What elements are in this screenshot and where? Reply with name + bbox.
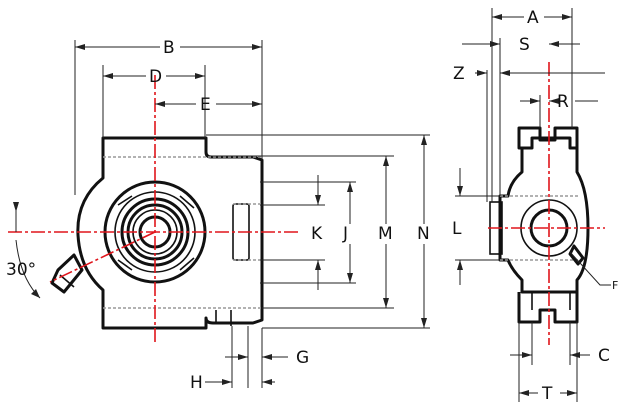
angle-centerline	[49, 231, 156, 283]
label-t: T	[541, 384, 553, 404]
label-b: B	[163, 38, 175, 58]
label-angle: 30°	[6, 260, 36, 280]
label-n: N	[417, 224, 430, 244]
label-h: H	[190, 373, 203, 393]
side-view	[488, 62, 605, 345]
front-view	[8, 75, 300, 345]
side-extension-lines	[455, 8, 578, 402]
front-dimension-lines	[13, 44, 427, 385]
label-l: L	[452, 219, 462, 239]
base-nub	[215, 310, 232, 326]
side-dimension-lines	[457, 14, 611, 396]
label-j: J	[342, 224, 348, 244]
label-m: M	[378, 224, 393, 244]
label-k: K	[311, 224, 323, 244]
label-c: C	[598, 346, 610, 366]
label-e: E	[200, 95, 211, 115]
label-d: D	[149, 67, 162, 87]
side-housing-outline	[517, 126, 579, 150]
label-s: S	[519, 35, 530, 55]
label-g: G	[296, 348, 309, 368]
front-extension-lines	[15, 40, 430, 388]
label-z: Z	[453, 64, 465, 84]
label-a: A	[527, 8, 539, 28]
dimension-label-group: B D E K J M N G H 30° A S Z R L C T F	[6, 8, 618, 404]
label-r: R	[557, 92, 569, 112]
label-f: F	[612, 279, 618, 292]
